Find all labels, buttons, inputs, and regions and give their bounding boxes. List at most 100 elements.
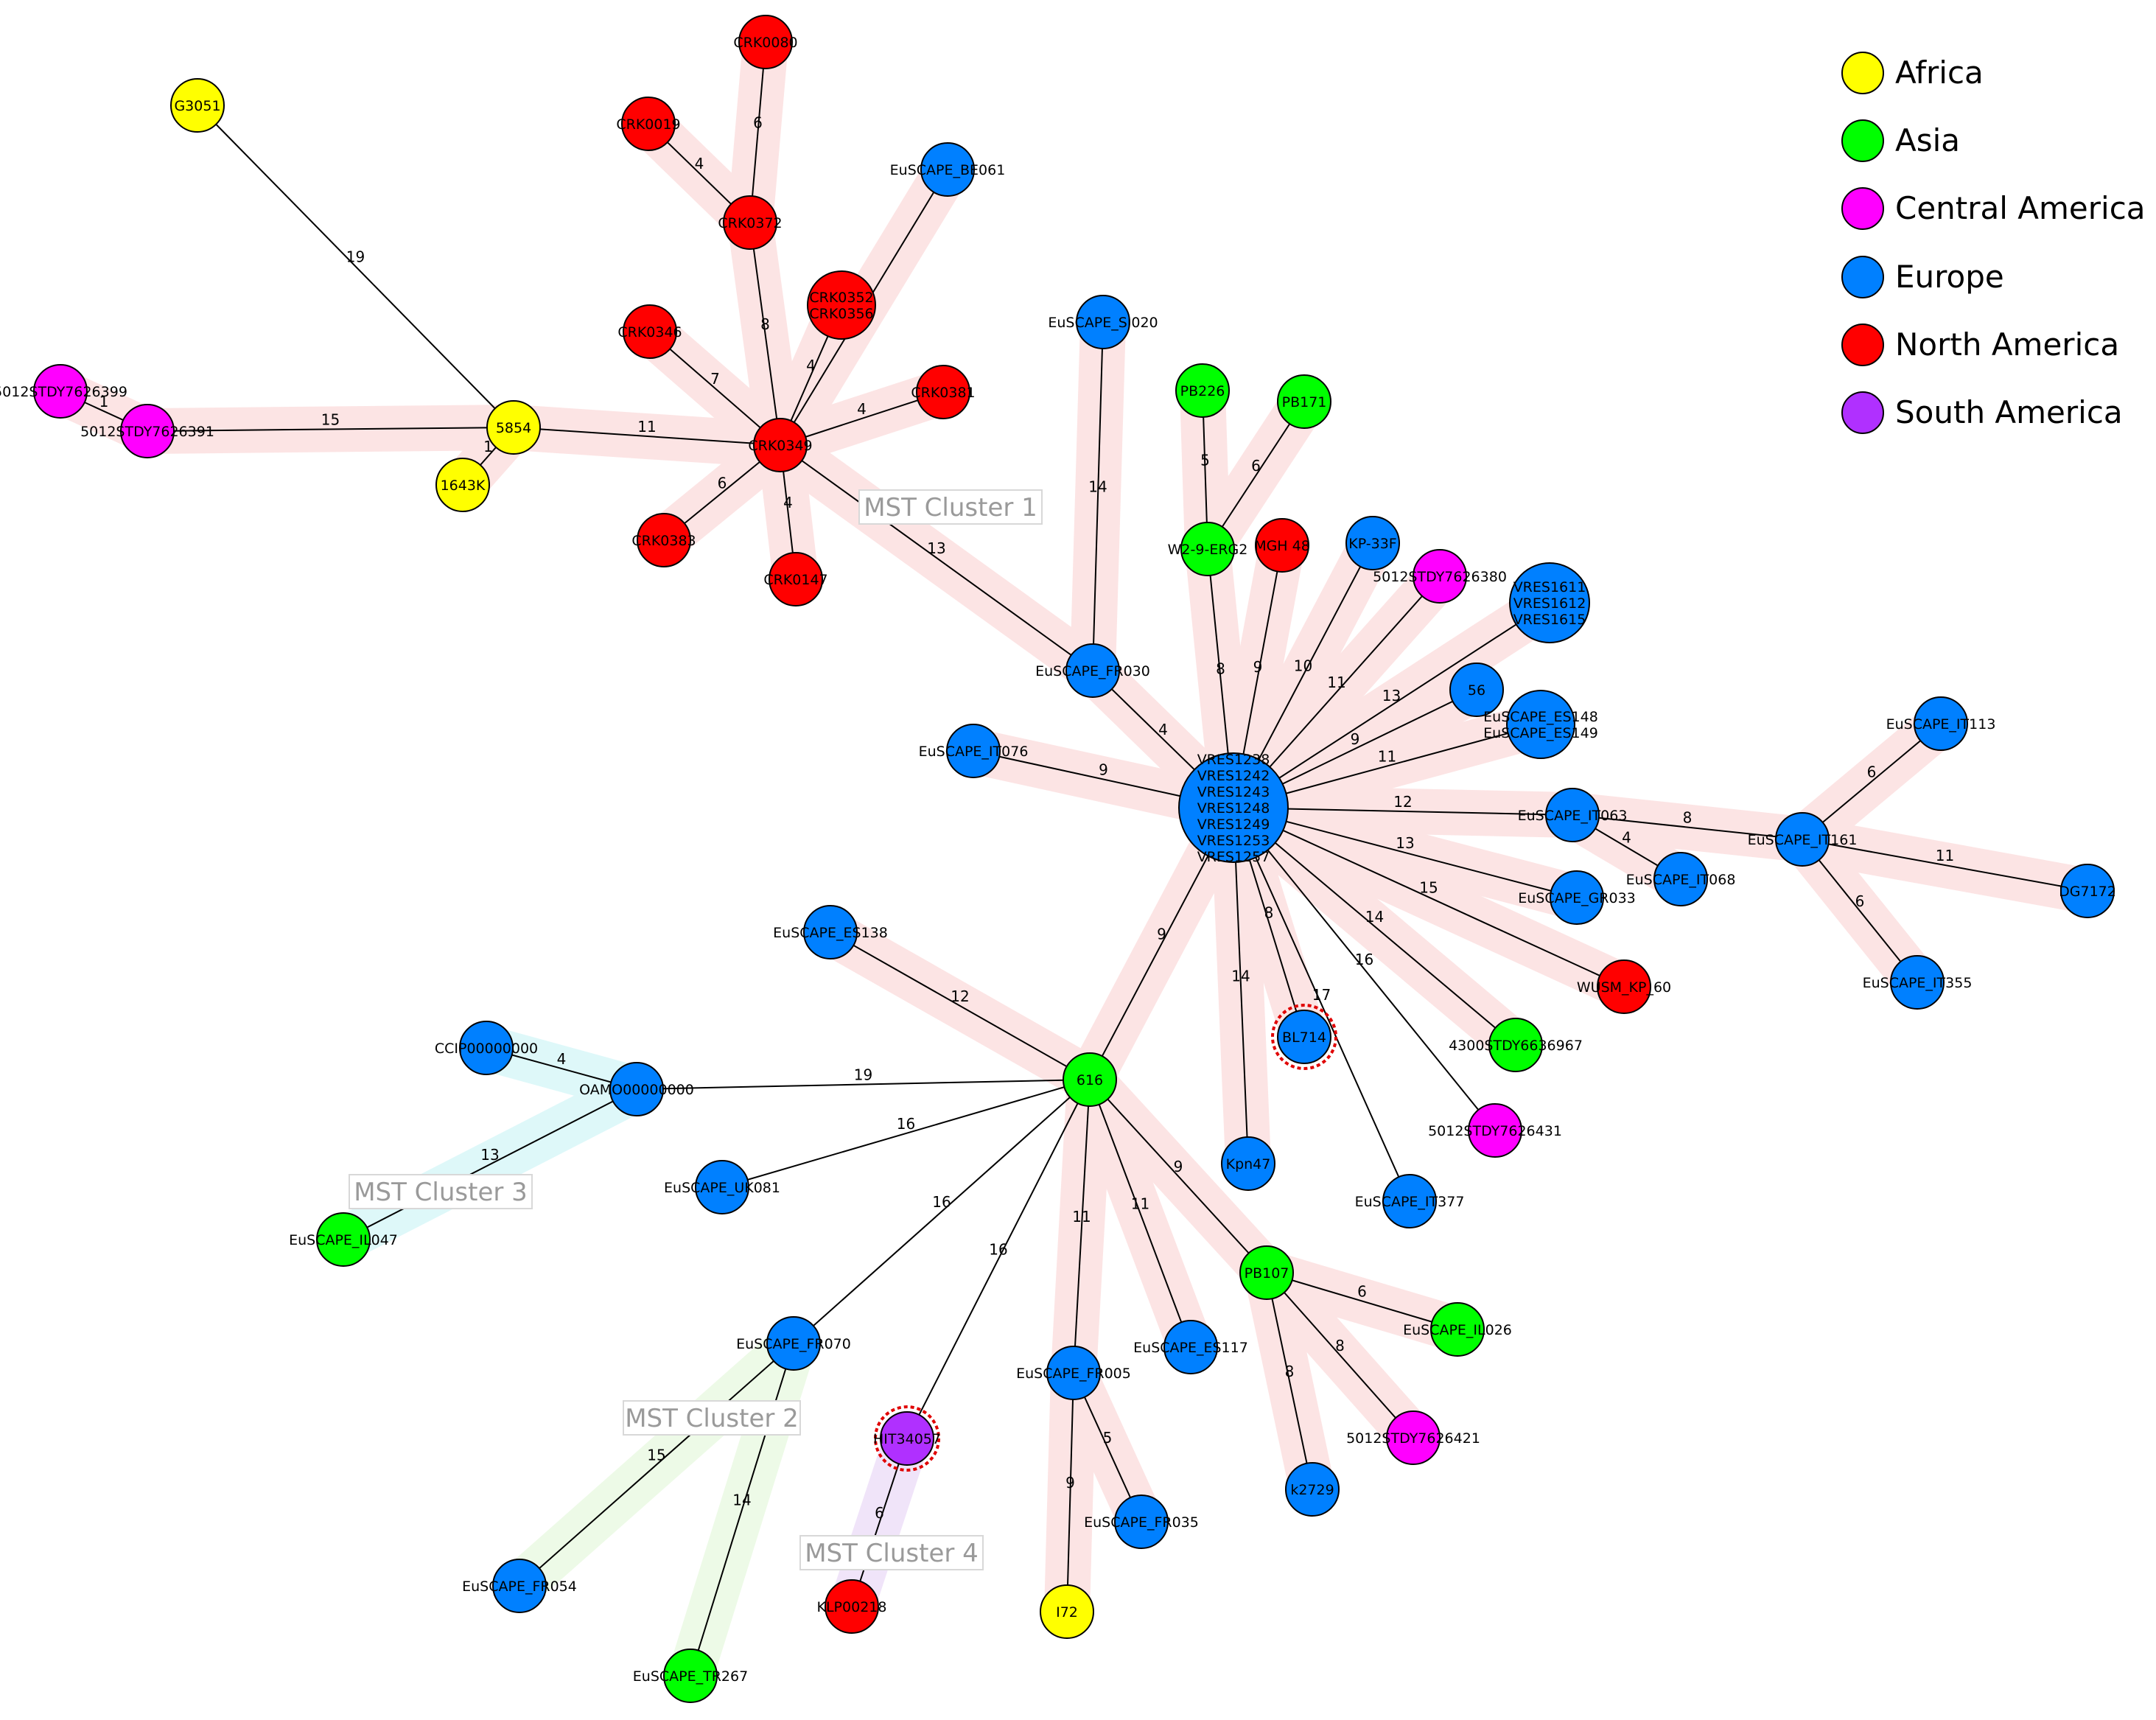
node-crk0372[interactable]: CRK0372 bbox=[718, 195, 783, 250]
node-circle[interactable] bbox=[807, 270, 876, 340]
node-w2-9-erg2[interactable]: W2-9-ERG2 bbox=[1168, 522, 1248, 576]
node-wusm-kp-60[interactable]: WUSM_KP_60 bbox=[1577, 959, 1671, 1014]
node-euscape-fr070[interactable]: EuSCAPE_FR070 bbox=[736, 1316, 851, 1371]
node-crk0349[interactable]: CRK0349 bbox=[748, 418, 813, 472]
node-circle[interactable] bbox=[1178, 752, 1289, 863]
node-euscape-fr035[interactable]: EuSCAPE_FR035 bbox=[1084, 1494, 1199, 1549]
node-i72[interactable]: I72 bbox=[1040, 1584, 1094, 1639]
node-circle[interactable] bbox=[316, 1212, 371, 1267]
node-euscape-es138[interactable]: EuSCAPE_ES138 bbox=[773, 905, 888, 959]
node-circle[interactable] bbox=[1775, 812, 1830, 867]
node-circle[interactable] bbox=[1413, 549, 1467, 604]
node-circle[interactable] bbox=[2060, 864, 2115, 918]
node-circle[interactable] bbox=[1509, 562, 1590, 643]
node-crk0383[interactable]: CRK0383 bbox=[631, 513, 696, 567]
node-circle[interactable] bbox=[1285, 1462, 1340, 1517]
node-euscape-be061[interactable]: EuSCAPE_BE061 bbox=[890, 142, 1006, 197]
node-circle[interactable] bbox=[492, 1559, 547, 1613]
node-circle[interactable] bbox=[637, 513, 691, 567]
node-circle[interactable] bbox=[1046, 1346, 1101, 1400]
node-circle[interactable] bbox=[1063, 1052, 1117, 1107]
node-circle[interactable] bbox=[459, 1021, 514, 1075]
node-pb226[interactable]: PB226 bbox=[1175, 363, 1230, 418]
node-616[interactable]: 616 bbox=[1063, 1052, 1117, 1107]
node-circle[interactable] bbox=[1597, 959, 1651, 1014]
node-circle[interactable] bbox=[1345, 516, 1400, 570]
node-euscape-il047[interactable]: EuSCAPE_IL047 bbox=[289, 1212, 398, 1267]
node-crk0147[interactable]: CRK0147 bbox=[763, 552, 828, 606]
node-5012stdy7626380[interactable]: 5012STDY7626380 bbox=[1373, 549, 1507, 604]
node-5012stdy7626431[interactable]: 5012STDY7626431 bbox=[1428, 1103, 1562, 1158]
node-circle[interactable] bbox=[1277, 374, 1331, 429]
node-circle[interactable] bbox=[1890, 955, 1945, 1010]
node-circle[interactable] bbox=[1550, 870, 1604, 925]
node-euscape-it113[interactable]: EuSCAPE_IT113 bbox=[1886, 696, 1996, 751]
node-circle[interactable] bbox=[33, 364, 88, 419]
node-5012stdy7626421[interactable]: 5012STDY7626421 bbox=[1346, 1410, 1480, 1465]
node-circle[interactable] bbox=[766, 1316, 821, 1371]
node-circle[interactable] bbox=[1653, 852, 1708, 906]
node-5012stdy7626399[interactable]: 5012STDY7626399 bbox=[0, 364, 127, 419]
node-pb171[interactable]: PB171 bbox=[1277, 374, 1331, 429]
node-circle[interactable] bbox=[753, 418, 808, 472]
node-circle[interactable] bbox=[663, 1649, 718, 1703]
node-circle[interactable] bbox=[1040, 1584, 1094, 1639]
node-circle[interactable] bbox=[920, 142, 975, 197]
node-circle[interactable] bbox=[1221, 1136, 1275, 1191]
node-circle[interactable] bbox=[1076, 295, 1130, 349]
node-circle[interactable] bbox=[1386, 1410, 1441, 1465]
node-circle[interactable] bbox=[916, 365, 970, 419]
node-circle[interactable] bbox=[1065, 643, 1120, 698]
node-euscape-es117[interactable]: EuSCAPE_ES117 bbox=[1133, 1320, 1248, 1374]
node-circle[interactable] bbox=[486, 400, 541, 455]
node-circle[interactable] bbox=[1449, 663, 1504, 717]
node-g3051[interactable]: G3051 bbox=[170, 78, 225, 133]
node-crk0381[interactable]: CRK0381 bbox=[911, 365, 976, 419]
node-euscape-it355[interactable]: EuSCAPE_IT355 bbox=[1863, 955, 1973, 1010]
node-5012stdy7626391[interactable]: 5012STDY7626391 bbox=[80, 404, 214, 458]
node-circle[interactable] bbox=[1468, 1103, 1522, 1158]
node-crk0080[interactable]: CRK0080 bbox=[733, 15, 798, 69]
node-k2729[interactable]: k2729 bbox=[1285, 1462, 1340, 1517]
node-circle[interactable] bbox=[1545, 788, 1600, 842]
node-dg7172[interactable]: DG7172 bbox=[2059, 864, 2116, 918]
node-circle[interactable] bbox=[1382, 1174, 1437, 1228]
node-hit34057[interactable]: HIT34057 bbox=[873, 1405, 941, 1472]
node-circle[interactable] bbox=[1114, 1494, 1169, 1549]
node-circle[interactable] bbox=[120, 404, 175, 458]
node-circle[interactable] bbox=[803, 905, 858, 959]
node-circle[interactable] bbox=[609, 1062, 664, 1116]
node-circle[interactable] bbox=[435, 458, 490, 512]
node-euscape-si020[interactable]: EuSCAPE_SI020 bbox=[1048, 295, 1158, 349]
node-circle[interactable] bbox=[1175, 363, 1230, 418]
node-circle[interactable] bbox=[1914, 696, 1968, 751]
node-crk0346[interactable]: CRK0346 bbox=[617, 304, 682, 359]
node-circle[interactable] bbox=[170, 78, 225, 133]
node-crk0019[interactable]: CRK0019 bbox=[616, 97, 681, 151]
node-circle[interactable] bbox=[738, 15, 793, 69]
node-euscape-gr033[interactable]: EuSCAPE_GR033 bbox=[1518, 870, 1636, 925]
node-pb107[interactable]: PB107 bbox=[1239, 1245, 1294, 1300]
node-euscape-it068[interactable]: EuSCAPE_IT068 bbox=[1626, 852, 1736, 906]
node-circle[interactable] bbox=[769, 552, 823, 606]
node-circle[interactable] bbox=[946, 724, 1001, 778]
node-euscape-fr005[interactable]: EuSCAPE_FR005 bbox=[1016, 1346, 1131, 1400]
node-vres-hub[interactable]: VRES1238VRES1242VRES1243VRES1248VRES1249… bbox=[1178, 752, 1289, 865]
node-euscape-it063[interactable]: EuSCAPE_IT063 bbox=[1518, 788, 1628, 842]
node-circle[interactable] bbox=[1488, 1018, 1543, 1072]
node-euscape-it161[interactable]: EuSCAPE_IT161 bbox=[1748, 812, 1858, 867]
node-kpn47[interactable]: Kpn47 bbox=[1221, 1136, 1275, 1191]
node-mgh48[interactable]: MGH 48 bbox=[1254, 518, 1310, 573]
node-circle[interactable] bbox=[1239, 1245, 1294, 1300]
node-5854[interactable]: 5854 bbox=[486, 400, 541, 455]
node-bl714[interactable]: BL714 bbox=[1271, 1004, 1337, 1070]
node-circle[interactable] bbox=[621, 97, 676, 151]
node-circle[interactable] bbox=[1180, 522, 1235, 576]
node-circle[interactable] bbox=[825, 1579, 879, 1634]
node-circle[interactable] bbox=[623, 304, 677, 359]
node-4300stdy6636967[interactable]: 4300STDY6636967 bbox=[1449, 1018, 1583, 1072]
node-euscape-fr030[interactable]: EuSCAPE_FR030 bbox=[1035, 643, 1150, 698]
